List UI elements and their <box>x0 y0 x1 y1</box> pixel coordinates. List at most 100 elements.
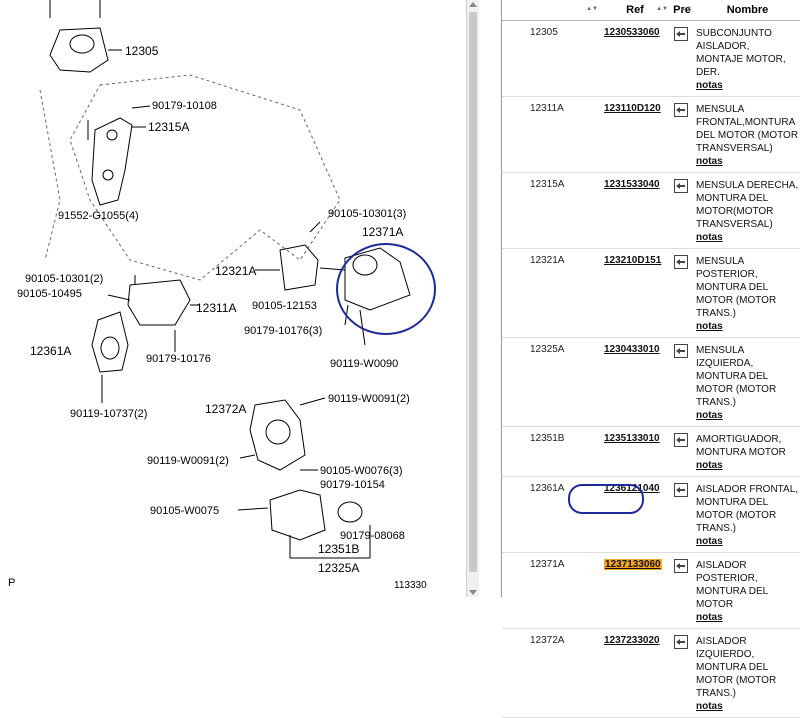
replacement-icon[interactable] <box>674 344 688 358</box>
notas-link[interactable]: notas <box>696 410 723 421</box>
cell-code: 12372A <box>502 628 600 718</box>
table-header: ▲▼ Ref▲▼ Pre▲▼ Nombre <box>502 0 800 21</box>
part-name: MENSULA DERECHA, MONTURA DEL MOTOR(MOTOR… <box>696 180 799 230</box>
sort-icon: ▲▼ <box>656 6 668 12</box>
notas-link[interactable]: notas <box>696 536 723 547</box>
label-90179-10108: 90179-10108 <box>152 100 217 112</box>
highlight-circle <box>568 484 644 514</box>
cell-ref-link[interactable]: 1237133060 <box>600 552 670 629</box>
cell-pre[interactable] <box>670 172 694 249</box>
notas-link[interactable]: notas <box>696 701 723 712</box>
notas-link[interactable]: notas <box>696 460 723 471</box>
cell-pre[interactable] <box>670 628 694 718</box>
part-name: MENSULA POSTERIOR, MONTURA DEL MOTOR (MO… <box>696 256 777 319</box>
notas-link[interactable]: notas <box>696 156 723 167</box>
header-ref[interactable]: Ref▲▼ <box>600 0 670 21</box>
label-90179-10176: 90179-10176 <box>146 353 211 365</box>
ref-link[interactable]: 123210D151 <box>604 255 662 266</box>
notas-link[interactable]: notas <box>696 80 723 91</box>
ref-link[interactable]: 1237133060 <box>604 559 662 570</box>
cell-pre[interactable] <box>670 426 694 477</box>
replacement-icon[interactable] <box>674 179 688 193</box>
cell-nombre: MENSULA POSTERIOR, MONTURA DEL MOTOR (MO… <box>694 248 800 338</box>
replacement-icon[interactable] <box>674 27 688 41</box>
cell-nombre: MENSULA IZQUIERDA, MONTURA DEL MOTOR (MO… <box>694 337 800 427</box>
label-12305: 12305 <box>125 44 159 58</box>
header-nombre[interactable]: Nombre <box>694 0 800 21</box>
replacement-icon[interactable] <box>674 433 688 447</box>
cell-ref-link[interactable]: 1230533060 <box>600 20 670 97</box>
scroll-thumb[interactable] <box>469 12 477 572</box>
sort-icon: ▲▼ <box>680 6 692 12</box>
label-90105-10301-2: 90105-10301(2) <box>25 273 104 285</box>
notas-link[interactable]: notas <box>696 612 723 623</box>
cell-code: 12311A <box>502 96 600 173</box>
corner-label: P <box>8 577 16 589</box>
cell-ref-link[interactable]: 1230433010 <box>600 337 670 427</box>
cell-ref-link[interactable]: 1231533040 <box>600 172 670 249</box>
cell-pre[interactable] <box>670 96 694 173</box>
ref-link[interactable]: 1235133010 <box>604 433 660 444</box>
cell-pre[interactable] <box>670 552 694 629</box>
cell-pre[interactable] <box>670 476 694 553</box>
ref-link[interactable]: 123110D120 <box>604 103 661 114</box>
ref-link[interactable]: 1231533040 <box>604 179 660 190</box>
panel-gap <box>479 0 501 597</box>
cell-nombre: MENSULA FRONTAL,MONTURA DEL MOTOR (MOTOR… <box>694 96 800 173</box>
header-pre[interactable]: Pre▲▼ <box>670 0 694 21</box>
replacement-icon[interactable] <box>674 483 688 497</box>
cell-code: 12361A <box>502 476 600 553</box>
ref-link[interactable]: 1230533060 <box>604 27 660 38</box>
notas-link[interactable]: notas <box>696 232 723 243</box>
cell-nombre: MENSULA DERECHA, MONTURA DEL MOTOR(MOTOR… <box>694 172 800 249</box>
replacement-icon[interactable] <box>674 635 688 649</box>
sort-icon: ▲▼ <box>586 6 598 12</box>
table-row[interactable]: 12315A 1231533040 MENSULA DERECHA, MONTURA… <box>502 172 800 249</box>
label-12315A: 12315A <box>148 120 190 134</box>
label-90119-10737: 90119-10737(2) <box>70 408 148 420</box>
ref-link[interactable]: 1237233020 <box>604 635 660 646</box>
label-12371A: 12371A <box>362 225 404 239</box>
table-row[interactable]: 12351B 1235133010 AMORTIGUADOR, MONTURA MO… <box>502 426 800 477</box>
cell-code: 12315A <box>502 172 600 249</box>
label-12311A: 12311A <box>196 301 237 315</box>
cell-code: 12351B <box>502 426 600 477</box>
label-90105-W0075: 90105-W0075 <box>150 505 220 517</box>
label-91552: 91552-G1055(4) <box>58 210 139 222</box>
label-90179-10154: 90179-10154 <box>320 479 385 491</box>
notas-link[interactable]: notas <box>696 321 723 332</box>
cell-pre[interactable] <box>670 248 694 338</box>
replacement-icon[interactable] <box>674 255 688 269</box>
parts-diagram: 12305 90179-10108 12315A 91552-G1055(4) … <box>0 0 480 597</box>
diagram-scrollbar[interactable] <box>466 0 479 597</box>
replacement-icon[interactable] <box>674 103 688 117</box>
table-row[interactable]: 12311A 123110D120 MENSULA FRONTAL,MONTURA … <box>502 96 800 173</box>
figure-number: 113330 <box>394 580 427 591</box>
cell-ref-link[interactable]: 1237233020 <box>600 628 670 718</box>
cell-ref-link[interactable]: 123210D151 <box>600 248 670 338</box>
part-name: AISLADOR POSTERIOR, MONTURA DEL MOTOR <box>696 560 768 610</box>
label-12325A: 12325A <box>318 561 360 575</box>
cell-pre[interactable] <box>670 337 694 427</box>
label-90105-W0076: 90105-W0076(3) <box>320 465 403 477</box>
cell-pre[interactable] <box>670 20 694 97</box>
replacement-icon[interactable] <box>674 559 688 573</box>
header-code[interactable]: ▲▼ <box>502 0 600 21</box>
scroll-down-icon[interactable] <box>469 590 477 595</box>
cell-ref-link[interactable]: 123110D120 <box>600 96 670 173</box>
cell-ref-link[interactable]: 1235133010 <box>600 426 670 477</box>
scroll-up-icon[interactable] <box>469 2 477 7</box>
label-90105-12153: 90105-12153 <box>252 300 317 312</box>
part-name: SUBCONJUNTO AISLADOR, MONTAJE MOTOR, DER… <box>696 28 786 78</box>
label-90119-W0090: 90119-W0090 <box>330 358 399 370</box>
label-90105-10495: 90105-10495 <box>17 288 82 300</box>
ref-link[interactable]: 1230433010 <box>604 344 660 355</box>
